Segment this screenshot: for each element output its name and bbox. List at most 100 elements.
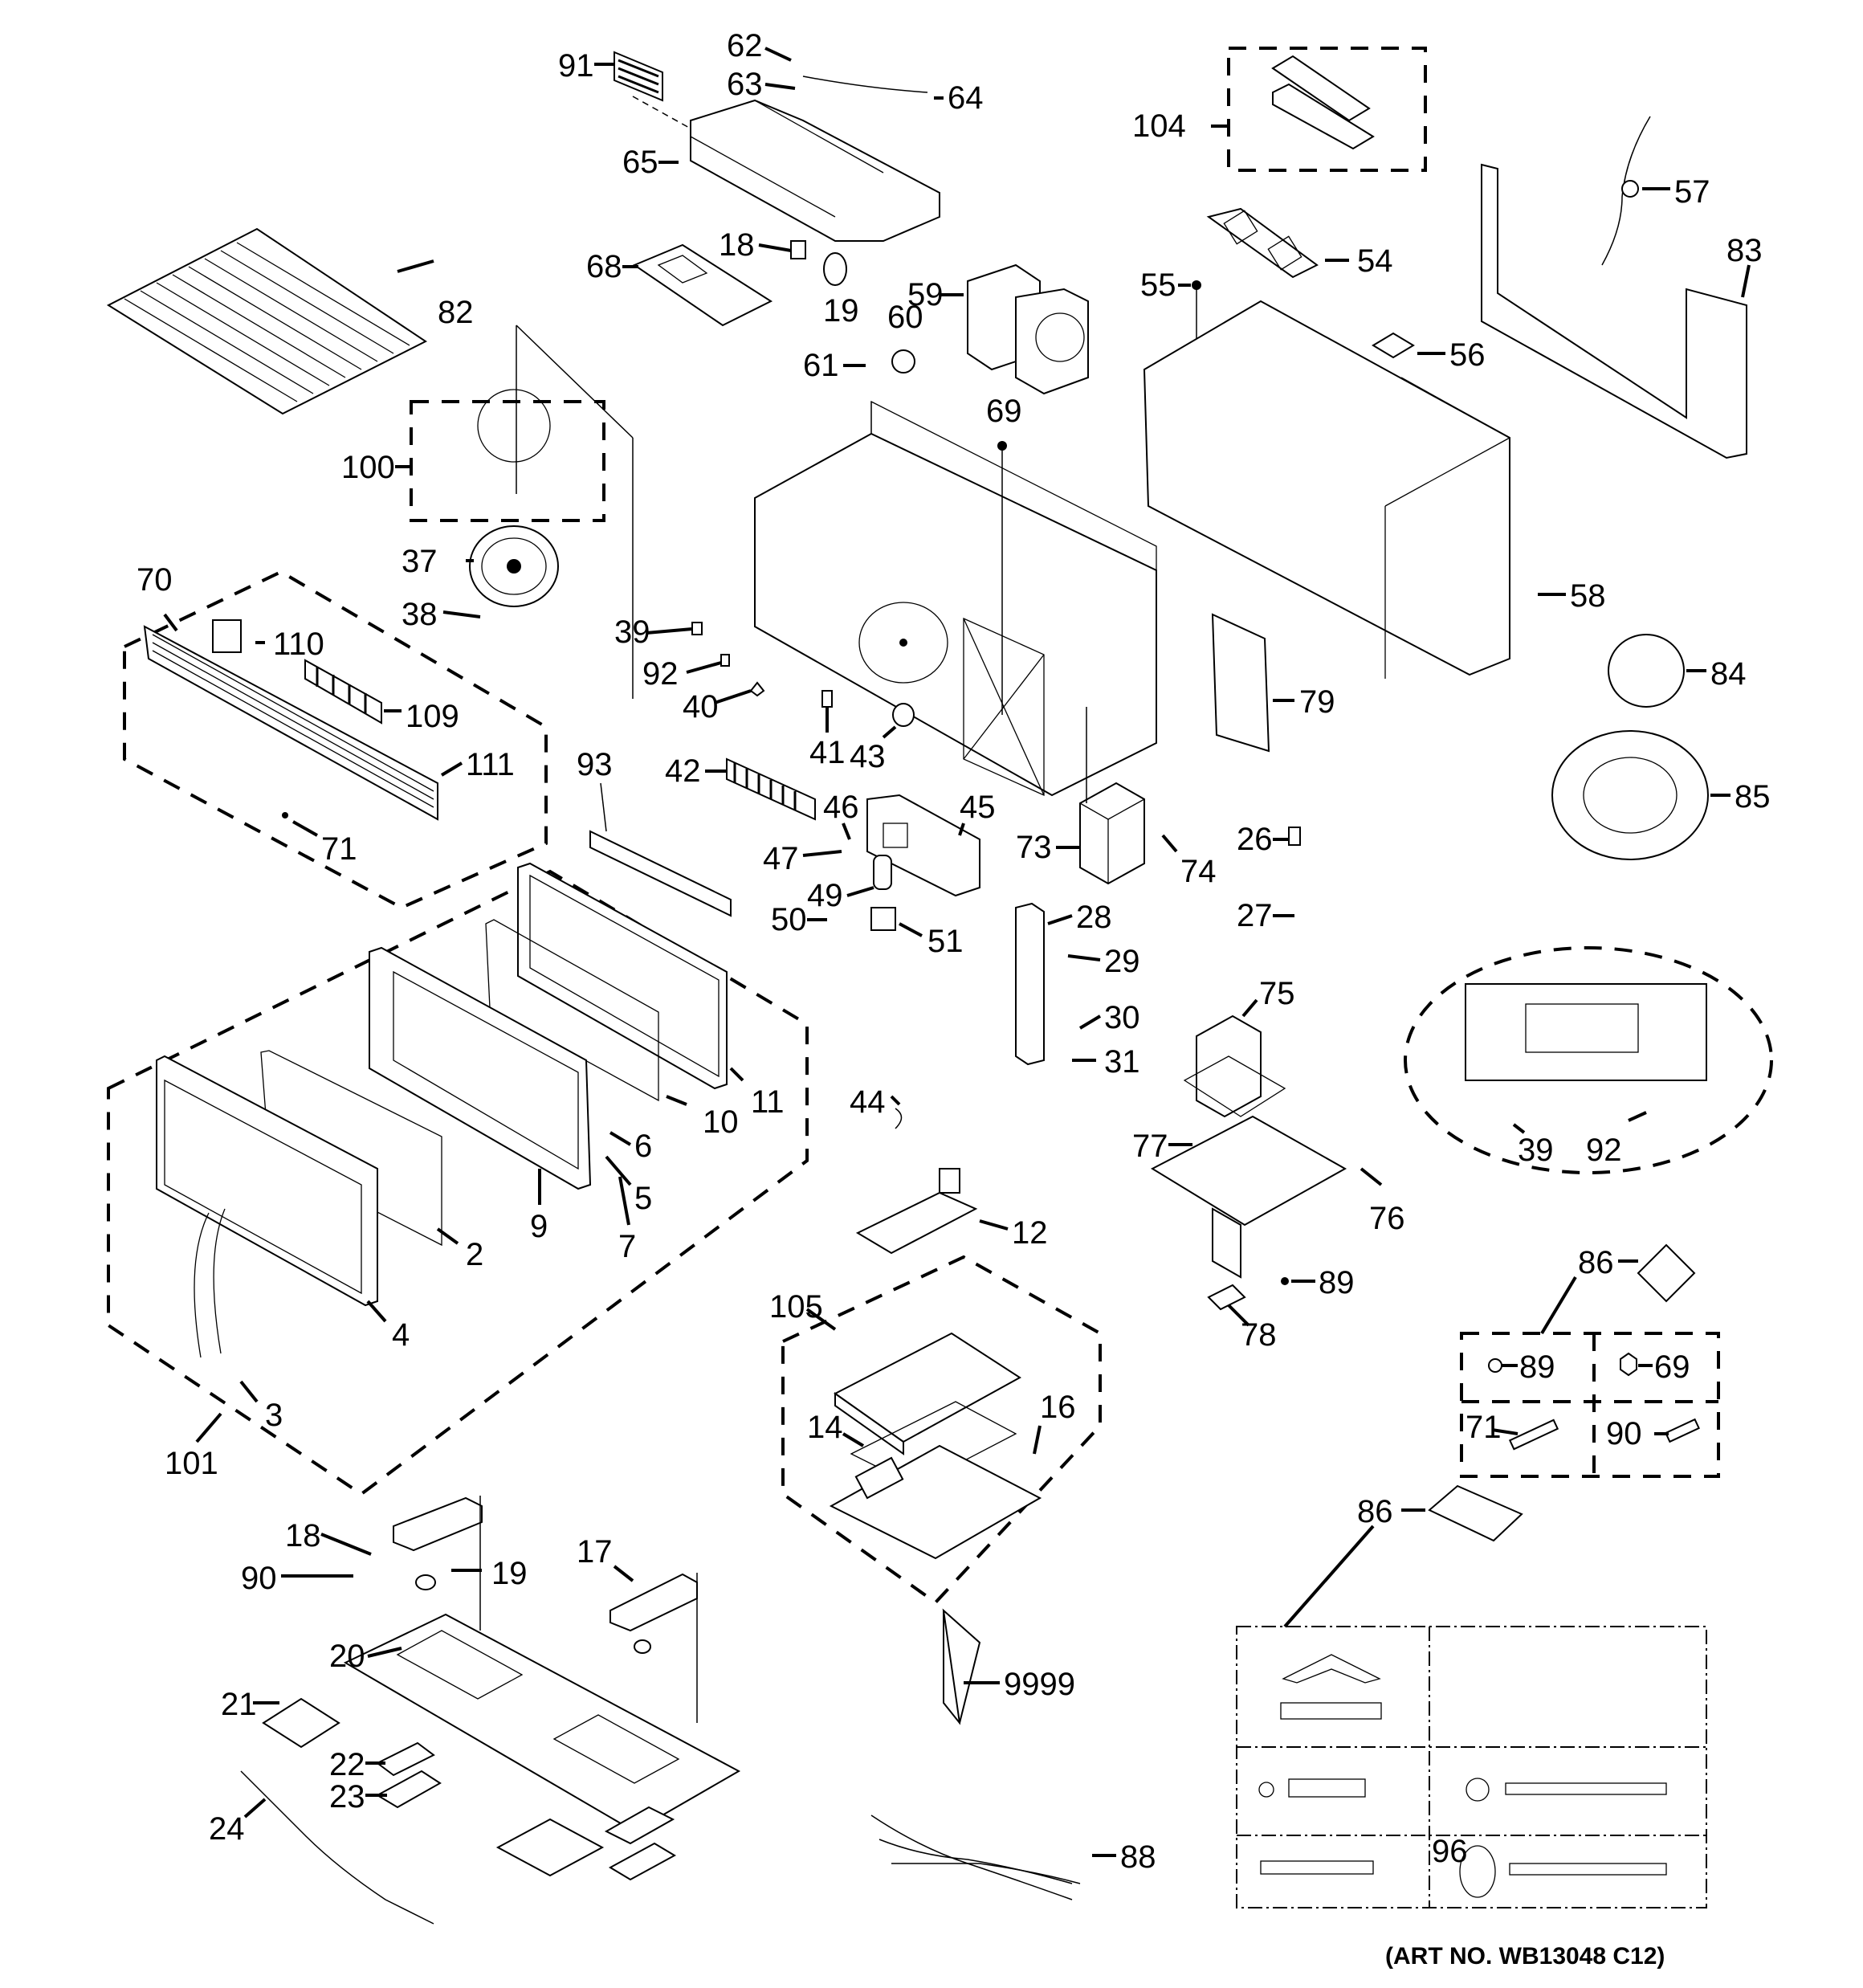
part-88-wire-harness [870, 1815, 1081, 1900]
group-70-box [123, 569, 548, 910]
label-86b: 86 [1357, 1494, 1393, 1529]
label-18a: 18 [719, 227, 755, 263]
label-19a: 19 [823, 293, 859, 329]
label-29: 29 [1104, 944, 1140, 979]
part-57-power-cord [1601, 116, 1651, 266]
part-59-blower [967, 263, 1089, 395]
part-28-latch [1015, 902, 1045, 1066]
group-105-box [781, 1255, 1102, 1605]
label-45: 45 [960, 790, 996, 825]
label-5: 5 [634, 1181, 652, 1216]
label-91: 91 [558, 48, 594, 84]
label-46: 46 [823, 790, 859, 825]
label-3: 3 [265, 1398, 283, 1433]
label-24: 24 [209, 1811, 245, 1847]
label-100: 100 [341, 450, 395, 485]
label-105: 105 [769, 1289, 823, 1325]
label-68: 68 [586, 249, 622, 284]
art-number: (ART NO. WB13048 C12) [1385, 1943, 1665, 1970]
label-2: 2 [466, 1237, 483, 1272]
label-4: 4 [392, 1317, 410, 1353]
label-47: 47 [763, 841, 799, 876]
label-88: 88 [1120, 1839, 1156, 1875]
label-38: 38 [402, 597, 438, 632]
part-51-bracket [870, 907, 896, 931]
label-12: 12 [1012, 1215, 1048, 1251]
part-83-mounting-plate [1481, 163, 1747, 459]
label-50: 50 [771, 902, 807, 937]
label-64: 64 [948, 80, 984, 116]
label-63: 63 [727, 67, 763, 102]
label-41: 41 [809, 735, 846, 770]
part-49-capacitor [873, 855, 892, 890]
label-90a: 90 [241, 1561, 277, 1596]
part-43-motor [892, 703, 915, 727]
part-84-roller-ring [1608, 634, 1685, 708]
label-111: 111 [466, 747, 515, 782]
part-9-door-panel [369, 946, 592, 1190]
part-56-switch [1372, 332, 1415, 359]
part-oven-cavity [754, 400, 1157, 797]
label-58: 58 [1570, 578, 1606, 614]
label-96: 96 [1432, 1834, 1468, 1869]
label-89a: 89 [1319, 1265, 1355, 1300]
label-61: 61 [803, 348, 839, 383]
part-4-door-outer [156, 1055, 378, 1307]
label-56: 56 [1449, 337, 1486, 373]
label-83: 83 [1726, 233, 1763, 268]
label-49: 49 [807, 878, 843, 913]
part-19-bulb-b [415, 1574, 436, 1590]
label-84: 84 [1710, 656, 1747, 692]
label-28: 28 [1076, 900, 1112, 935]
label-92a: 92 [642, 656, 679, 692]
label-14: 14 [807, 1410, 843, 1445]
label-51: 51 [927, 924, 964, 959]
label-93: 93 [577, 747, 613, 782]
group-86-hardware-box [1460, 1332, 1720, 1478]
label-89b: 89 [1519, 1349, 1555, 1385]
label-27: 27 [1237, 898, 1273, 933]
label-69b: 69 [1654, 1349, 1690, 1385]
part-58-outer-case [1143, 300, 1510, 679]
label-22: 22 [329, 1747, 365, 1782]
part-54-vent-cover [1206, 207, 1319, 279]
label-73: 73 [1016, 830, 1052, 865]
label-62: 62 [727, 28, 763, 63]
label-78: 78 [1241, 1317, 1277, 1353]
label-39a: 39 [614, 614, 650, 650]
part-22-lens [376, 1741, 435, 1777]
label-6: 6 [634, 1129, 652, 1164]
group-104-box [1227, 47, 1427, 172]
label-92b: 92 [1586, 1133, 1622, 1168]
part-24-wire [240, 1770, 434, 1925]
part-110-clip [212, 619, 242, 653]
part-20-vent-panel [343, 1613, 741, 1833]
part-11-door-frame [517, 862, 728, 1090]
part-86-bag-2 [1428, 1484, 1523, 1542]
part-21-filter [262, 1697, 340, 1749]
part-45-control-board [866, 794, 980, 897]
label-71b: 71 [1466, 1410, 1502, 1445]
part-3-handle [194, 1212, 210, 1358]
part-light-housing-18 [393, 1496, 483, 1552]
label-60: 60 [887, 300, 923, 335]
label-71a: 71 [321, 831, 357, 867]
label-7: 7 [618, 1229, 636, 1264]
group-101-box [107, 869, 809, 1496]
group-100-box [410, 400, 605, 522]
part-109-filter [304, 659, 382, 725]
label-75: 75 [1259, 976, 1295, 1011]
label-16: 16 [1040, 1390, 1076, 1425]
part-78-bracket [1207, 1284, 1246, 1311]
part-76-base-plate [1150, 1115, 1347, 1279]
label-57: 57 [1674, 174, 1710, 210]
part-75-transformer [1183, 1014, 1286, 1118]
part-60-motor [891, 349, 915, 374]
part-37-roller-ring [469, 525, 559, 607]
label-55: 55 [1140, 267, 1176, 303]
label-17: 17 [577, 1534, 613, 1570]
part-10-glass [485, 919, 659, 1102]
label-43: 43 [850, 739, 886, 774]
part-65-bracket [690, 99, 940, 242]
